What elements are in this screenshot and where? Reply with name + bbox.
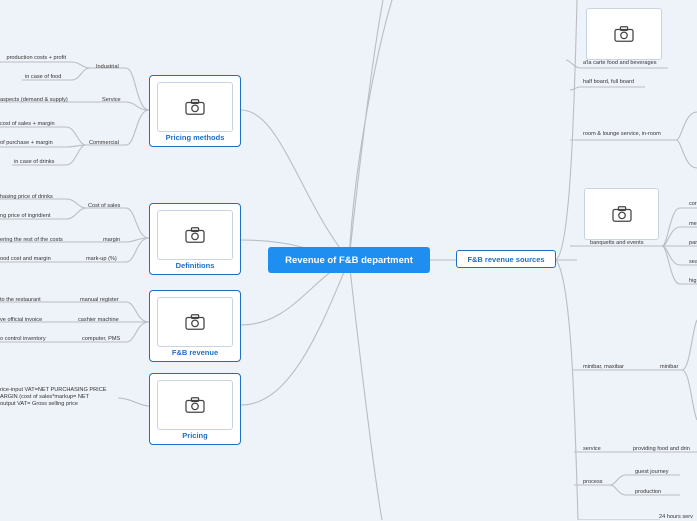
cost-of-sales-item-2[interactable]: ng price of ingridient — [0, 213, 51, 219]
banquet-item-3[interactable]: par — [689, 240, 697, 246]
commercial-label[interactable]: Commercial — [89, 140, 119, 146]
pricing-note-3[interactable]: output VAT= Gross selling price — [0, 401, 78, 407]
pricing-methods-node[interactable]: Pricing methods — [149, 75, 241, 147]
pricing-note-2[interactable]: ARGIN (cost of sales*markup= NET — [0, 394, 90, 400]
banquet-item-1[interactable]: cor — [689, 201, 697, 207]
camera-icon — [185, 314, 205, 330]
camera-icon — [185, 99, 205, 115]
camera-icon — [614, 26, 634, 42]
commercial-item-1[interactable]: cost of sales + margin — [0, 121, 55, 127]
pricing-label: Pricing — [182, 431, 208, 440]
industrial-item-1[interactable]: production costs + profit — [6, 55, 66, 61]
minibar-sub-label[interactable]: minibar — [660, 364, 679, 370]
service-item-1[interactable]: aspects (demand & supply) — [0, 97, 68, 103]
central-topic[interactable]: Revenue of F&B department — [268, 247, 430, 273]
alacarte-label[interactable]: a'la carte food and beverages — [583, 60, 657, 66]
room-lounge-label[interactable]: room & lounge service, in-room — [583, 131, 661, 137]
definitions-node[interactable]: Definitions — [149, 203, 241, 275]
pricing-note-1[interactable]: rice-input VAT=NET PURCHASING PRICE — [0, 387, 107, 393]
commercial-item-3[interactable]: in case of drinks — [14, 159, 55, 165]
definitions-label: Definitions — [175, 261, 215, 270]
computer-pms-label[interactable]: computer, PMS — [82, 336, 121, 342]
fb-revenue-image — [157, 297, 233, 347]
definitions-image — [157, 210, 233, 260]
banquets-image — [584, 188, 659, 240]
service-right-label[interactable]: service — [583, 446, 601, 452]
process-item-2[interactable]: production — [635, 489, 662, 495]
cashier-machine-label[interactable]: cashier machine — [78, 317, 119, 323]
service-label[interactable]: Service — [102, 97, 121, 103]
computer-pms-item-1[interactable]: o control inventory — [0, 336, 46, 342]
pricing-node[interactable]: Pricing — [149, 373, 241, 445]
banquet-item-4[interactable]: sea — [689, 259, 697, 265]
alacarte-image — [586, 8, 662, 60]
process-label[interactable]: process — [583, 479, 603, 485]
process-item-1[interactable]: guest journey — [635, 469, 669, 475]
cashier-machine-item-1[interactable]: ve official invoice — [0, 317, 43, 323]
half-board-label[interactable]: half board, full board — [583, 79, 634, 85]
cost-of-sales-item-1[interactable]: hasing price of drinks — [0, 194, 53, 200]
manual-register-label[interactable]: manual register — [80, 297, 119, 303]
industrial-item-2[interactable]: in case of food — [25, 74, 62, 80]
camera-icon — [185, 397, 205, 413]
pricing-methods-image — [157, 82, 233, 132]
camera-icon — [185, 227, 205, 243]
markup-item-1[interactable]: ood cost and margin — [0, 256, 51, 262]
banquet-item-5[interactable]: hig — [689, 278, 697, 284]
manual-register-item-1[interactable]: to the restaurant — [0, 297, 41, 303]
industrial-label[interactable]: Industrial — [96, 64, 119, 70]
banquet-item-2[interactable]: me — [689, 221, 697, 227]
commercial-item-2[interactable]: of purchase + margin — [0, 140, 53, 146]
pricing-image — [157, 380, 233, 430]
margin-label[interactable]: margin — [103, 237, 121, 243]
bottom-note[interactable]: 24 hours serv — [659, 514, 693, 520]
markup-label[interactable]: mark-up (%) — [86, 256, 117, 262]
pricing-methods-label: Pricing methods — [165, 133, 225, 142]
minibar-label[interactable]: minibar, maxibar — [583, 364, 625, 370]
fb-revenue-label: F&B revenue — [171, 348, 219, 357]
fb-revenue-node[interactable]: F&B revenue — [149, 290, 241, 362]
margin-item-1[interactable]: ering the rest of the costs — [0, 237, 63, 243]
fb-revenue-sources-node[interactable]: F&B revenue sources — [456, 250, 556, 268]
banquets-label[interactable]: banquetts and events — [590, 240, 644, 246]
cost-of-sales-label[interactable]: Cost of sales — [88, 203, 121, 209]
service-right-item[interactable]: providing food and drin — [633, 446, 690, 452]
camera-icon — [611, 206, 632, 222]
